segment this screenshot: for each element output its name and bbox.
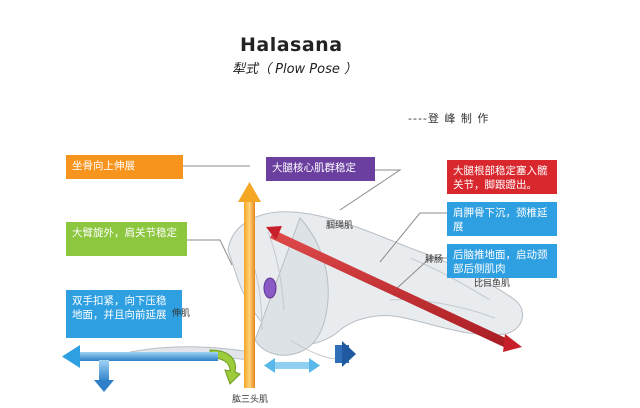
label-hamstrings: 腘绳肌 (326, 221, 354, 231)
head-press-arrow (335, 341, 356, 367)
label-triceps: 肱三头肌 (232, 395, 269, 405)
page-subtitle: 犁式（ Plow Pose ） (232, 62, 357, 77)
label-soleus: 比目鱼肌 (474, 279, 511, 289)
sit-bones-up-arrow (238, 182, 261, 388)
hands-down-arrow (94, 360, 114, 392)
hands-forward-arrow (62, 345, 218, 368)
callout-clasp-hands: 双手扣紧，向下压稳地面，并且向前延展 (66, 290, 182, 338)
author-credit: ----登 峰 制 作 (408, 112, 490, 125)
label-calf: 腓肠 (425, 255, 444, 265)
callout-occiput: 后脑推地面，启动颈部后侧肌肉 (447, 244, 557, 278)
label-extensor: 伸肌 (172, 309, 191, 319)
shoulder-arrow (264, 358, 320, 373)
arm-rotation-arrow (209, 349, 241, 385)
core-muscle-marker (263, 277, 277, 299)
callout-thigh-core: 大腿核心肌群稳定 (266, 157, 375, 181)
callout-upper-arm: 大臂旋外，肩关节稳定 (66, 222, 187, 256)
callout-shoulder-blade: 肩胛骨下沉，颈椎延展 (447, 202, 557, 236)
heel-press-arrow (266, 226, 522, 352)
callout-thigh-root: 大腿根部稳定塞入髋关节，脚跟蹬出。 (447, 160, 557, 194)
page-title: Halasana (240, 34, 343, 56)
leader-lines (183, 165, 447, 291)
callout-sit-bones: 坐骨向上伸展 (66, 155, 183, 179)
